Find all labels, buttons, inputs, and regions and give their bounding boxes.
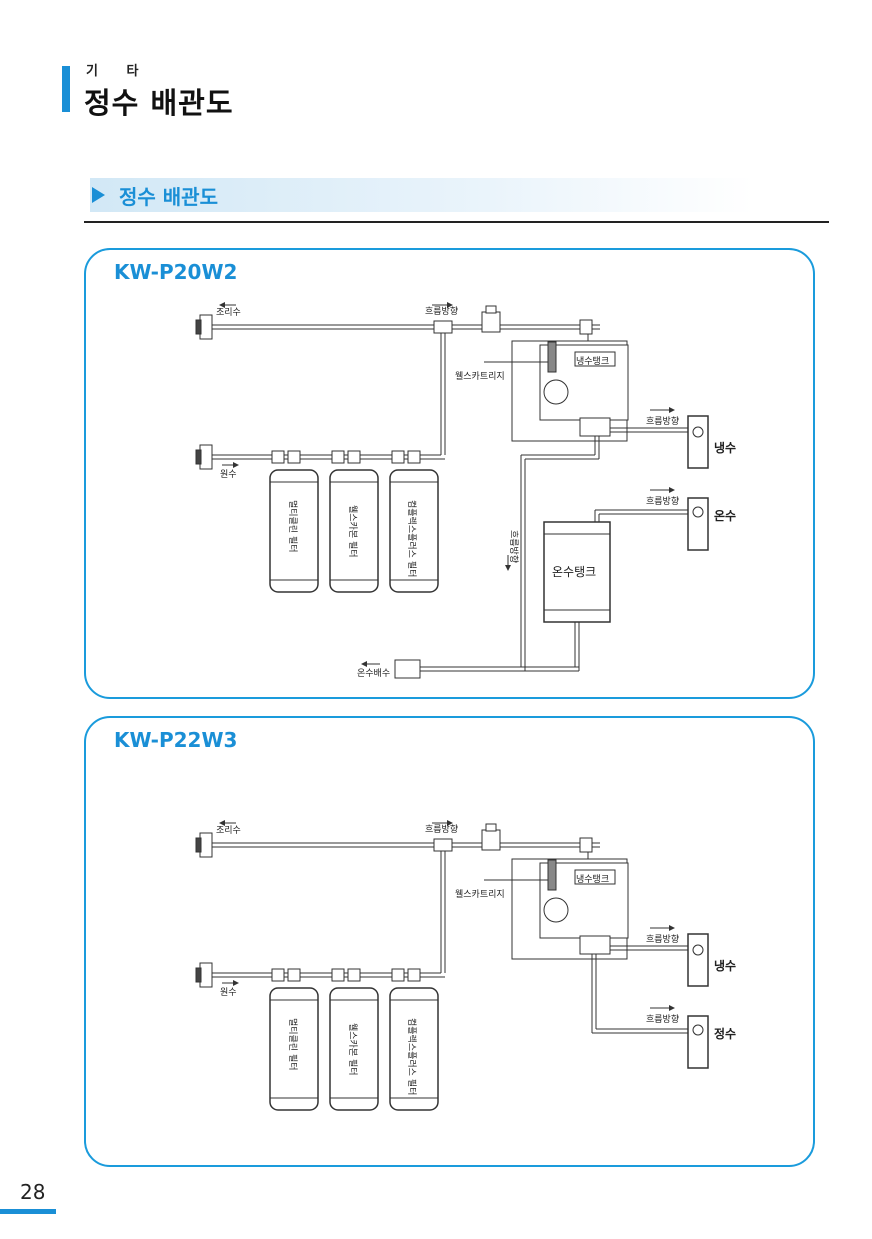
cooking-water-label: 조리수 [216, 825, 241, 836]
raw-water-label: 원수 [220, 469, 237, 480]
page-title: 정수 배관도 [84, 86, 234, 120]
flow-direction-label: 흐름방향 [646, 933, 679, 945]
cold-water-label: 냉수 [714, 958, 736, 973]
flow-direction-label: 흐름방향 [646, 415, 679, 427]
model-name: KW-P20W2 [114, 260, 238, 284]
filter-complexplus-label: 컴플렉스플러스 필터 [406, 500, 418, 577]
wellness-cartridge-label: 웰스카트리지 [455, 371, 505, 382]
raw-water-label: 원수 [220, 987, 237, 998]
flow-direction-label: 흐름방향 [425, 823, 458, 835]
filter-multiclean-label: 멀티클린 필터 [287, 1018, 299, 1071]
page-number: 28 [20, 1180, 46, 1204]
diagram-panel-kw-p22w3 [84, 716, 815, 1167]
page-number-underline [0, 1209, 56, 1214]
section-heading-background [90, 178, 754, 212]
filter-wellcarbon-label: 웰스카본 필터 [347, 505, 359, 558]
cold-water-label: 냉수 [714, 440, 736, 455]
model-name: KW-P22W3 [114, 728, 238, 752]
filter-wellcarbon-label: 웰스카본 필터 [347, 1023, 359, 1076]
flow-direction-label: 흐름방향 [646, 1013, 679, 1025]
category-accent-bar [62, 66, 70, 112]
section-title: 정수 배관도 [119, 185, 218, 209]
cooking-water-label: 조리수 [216, 307, 241, 318]
hot-drain-label: 온수배수 [357, 668, 390, 679]
cold-tank-label: 냉수탱크 [576, 356, 609, 367]
filter-multiclean-label: 멀티클린 필터 [287, 500, 299, 553]
category-label: 기 타 [86, 64, 151, 79]
diagram-panel-kw-p20w2 [84, 248, 815, 699]
flow-direction-label: 흐름방향 [508, 530, 520, 563]
cold-tank-label: 냉수탱크 [576, 874, 609, 885]
filter-complexplus-label: 컴플렉스플러스 필터 [406, 1018, 418, 1095]
play-triangle-icon [92, 187, 105, 203]
purified-water-label: 정수 [714, 1026, 736, 1041]
wellness-cartridge-label: 웰스카트리지 [455, 889, 505, 900]
hot-tank-label: 온수탱크 [552, 565, 596, 579]
flow-direction-label: 흐름방향 [425, 305, 458, 317]
hot-water-label: 온수 [714, 508, 736, 523]
section-divider [84, 221, 829, 223]
flow-direction-label: 흐름방향 [646, 495, 679, 507]
